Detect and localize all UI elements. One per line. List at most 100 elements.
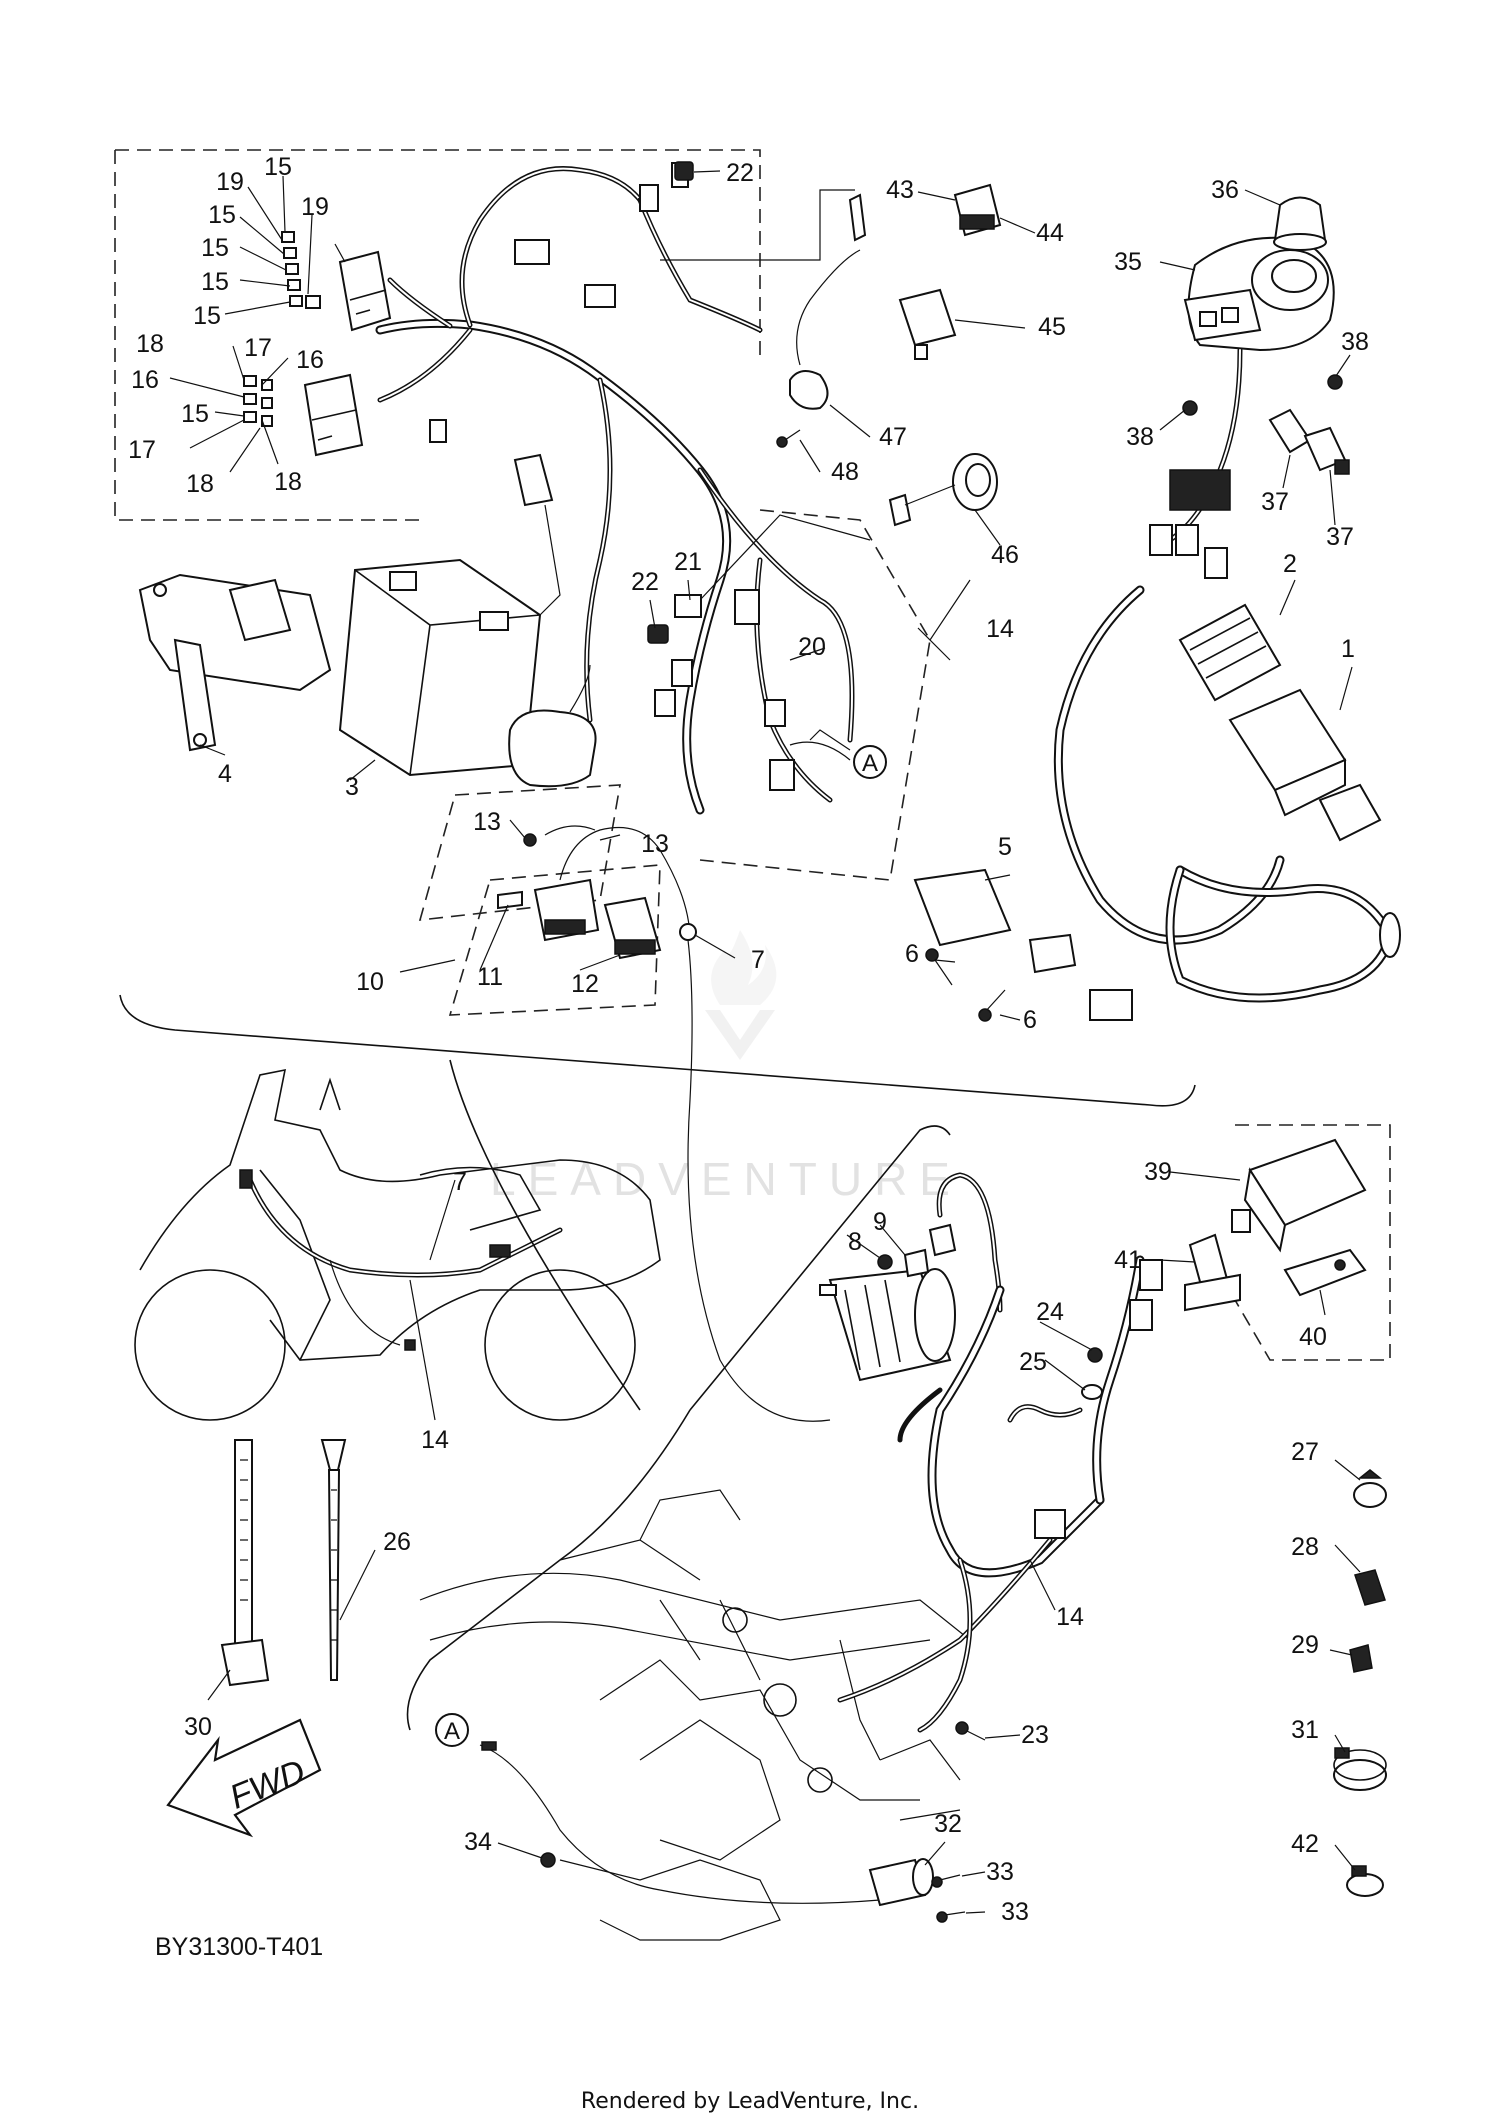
bolt-6-b <box>978 989 1006 1022</box>
fuse-box-lower <box>303 373 364 457</box>
callout-8: 8 <box>848 1228 862 1256</box>
relay-small-top <box>674 161 694 181</box>
reference-marker-a-top: A <box>853 745 887 779</box>
sensor-32 <box>868 1858 934 1907</box>
screw-38-left <box>1182 400 1198 416</box>
sensor-wire-a <box>479 1741 881 1904</box>
module-2 <box>1178 603 1282 702</box>
fuse-11 <box>497 890 523 910</box>
callout-6-b: 6 <box>1023 1006 1037 1034</box>
callout-1: 1 <box>1341 635 1355 663</box>
svg-text:A: A <box>444 1718 460 1745</box>
callout-15-c: 15 <box>201 234 229 262</box>
callout-33-b: 33 <box>1001 1898 1029 1926</box>
callout-15-e: 15 <box>193 302 221 330</box>
callout-38-a: 38 <box>1341 328 1369 356</box>
reference-marker-a-lower: A <box>435 1713 469 1747</box>
callout-26: 26 <box>383 1528 411 1556</box>
fuse-stack <box>243 231 321 427</box>
bolt-33-a <box>931 1874 961 1888</box>
drawing-code: BY31300-T401 <box>155 1933 323 1961</box>
callout-39: 39 <box>1144 1158 1172 1186</box>
clamp-27 <box>1353 1469 1387 1508</box>
callout-46: 46 <box>991 541 1019 569</box>
callout-37-a: 37 <box>1261 488 1289 516</box>
starter-motor <box>819 1268 956 1382</box>
screw-48 <box>776 429 801 448</box>
nut-13 <box>523 825 596 847</box>
socket-46 <box>888 453 998 527</box>
callout-11: 11 <box>477 963 503 991</box>
screw-38-right <box>1327 374 1343 390</box>
callout-25: 25 <box>1019 1348 1047 1376</box>
callout-22-mid: 22 <box>631 568 659 596</box>
washer-9 <box>903 1248 930 1278</box>
fuse-box-upper <box>338 250 392 332</box>
sensor-47 <box>789 249 861 410</box>
callout-19-b: 19 <box>301 193 329 221</box>
callout-12: 12 <box>571 970 599 998</box>
relay-45 <box>898 288 957 360</box>
callout-29: 29 <box>1291 1631 1319 1659</box>
callout-34: 34 <box>464 1828 492 1856</box>
callout-31: 31 <box>1291 1716 1319 1744</box>
callout-13-b: 13 <box>641 830 669 858</box>
callout-22-top: 22 <box>726 159 754 187</box>
watermark-text: LEADVENTURE <box>490 1153 962 1205</box>
switch-knob-36 <box>1273 196 1327 251</box>
callout-43: 43 <box>886 176 914 204</box>
frame-lower <box>419 1489 971 1941</box>
callout-37-b: 37 <box>1326 523 1354 551</box>
divider-diagonal <box>406 1059 951 1731</box>
callout-7-top: 7 <box>751 946 765 974</box>
divider-curve <box>119 994 1196 1107</box>
callout-14-lower: 14 <box>1056 1603 1084 1631</box>
bolt-23 <box>955 1721 986 1741</box>
bolt-24 <box>1087 1347 1103 1363</box>
plate-40 <box>1283 1248 1367 1297</box>
callout-15-a: 15 <box>264 153 292 181</box>
boot-cover <box>508 664 597 788</box>
leader-46-line <box>699 514 871 601</box>
callout-10: 10 <box>356 968 384 996</box>
callout-23: 23 <box>1021 1721 1049 1749</box>
callout-35: 35 <box>1114 248 1142 276</box>
clip-28 <box>1354 1569 1386 1606</box>
callout-15-d: 15 <box>201 268 229 296</box>
connector-37 <box>1268 408 1350 475</box>
callout-44: 44 <box>1036 219 1064 247</box>
nut-8 <box>877 1254 893 1270</box>
callout-16-b: 16 <box>131 366 159 394</box>
leader-a-top <box>809 729 851 751</box>
callout-20: 20 <box>798 633 826 661</box>
callout-6-a: 6 <box>905 940 919 968</box>
relay-inner-outline <box>448 864 661 1016</box>
callout-27: 27 <box>1291 1438 1319 1466</box>
callout-21: 21 <box>674 548 702 576</box>
relay-22 <box>647 624 676 717</box>
callout-41: 41 <box>1114 1246 1142 1274</box>
callout-24: 24 <box>1036 1298 1064 1326</box>
callout-7-bike: 7 <box>453 1168 467 1196</box>
callout-4: 4 <box>218 760 232 788</box>
svg-text:A: A <box>862 750 878 777</box>
callout-48: 48 <box>831 458 859 486</box>
callout-labels: 1 2 3 4 5 6 6 7 7 8 9 10 11 12 13 13 14 … <box>128 153 1369 1926</box>
callout-13-a: 13 <box>473 808 501 836</box>
scooter-outline <box>134 1068 661 1421</box>
footer-credit: Rendered by LeadVenture, Inc. <box>581 2089 919 2114</box>
callout-45: 45 <box>1038 313 1066 341</box>
component-5 <box>913 868 1133 1021</box>
callout-2: 2 <box>1283 550 1297 578</box>
callout-3: 3 <box>345 773 359 801</box>
bracket-4 <box>138 573 332 752</box>
callout-38-b: 38 <box>1126 423 1154 451</box>
ecu-unit-1 <box>1228 688 1382 842</box>
starter-relay-10 <box>533 826 691 942</box>
washer-25 <box>1081 1384 1103 1400</box>
callout-16-a: 16 <box>296 346 324 374</box>
callout-17-b: 17 <box>128 436 156 464</box>
main-wire-harness <box>375 162 855 815</box>
relay-12 <box>603 896 662 960</box>
